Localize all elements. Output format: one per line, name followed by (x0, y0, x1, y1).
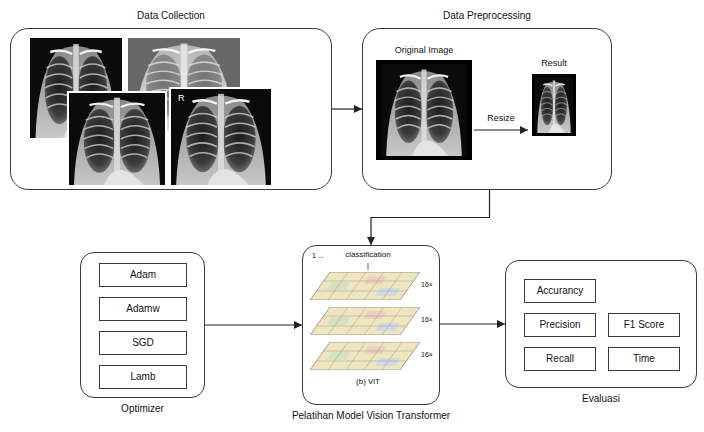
metric-box: F1 Score (608, 313, 680, 337)
box-label: Accurancy (537, 285, 584, 297)
stage-heading: Optimizer (121, 403, 164, 415)
resize-arrow (474, 129, 528, 130)
group-panel: OptimizerAdamAdamwSGDLamb (80, 252, 205, 398)
image-marker: R (178, 94, 185, 104)
class-arrow (368, 263, 369, 270)
image-label: Original Image (395, 46, 454, 56)
stage-panel: Data Preprocessing (362, 28, 612, 190)
transformer-layer (310, 342, 420, 370)
flow-arrow (371, 190, 490, 245)
figure-text: 1 ... (312, 252, 324, 260)
image-label: Result (541, 59, 567, 69)
box-label: Adamw (126, 303, 159, 315)
resized-xray (532, 74, 576, 136)
box-label: SGD (132, 337, 154, 349)
figure-text: 16× (421, 316, 433, 324)
flow-arrow (332, 108, 362, 109)
figure-text: (b) ViT (356, 378, 380, 387)
transformer-layer (310, 307, 420, 335)
stage-panel: Data Collection (10, 28, 332, 190)
xray-image (170, 88, 272, 186)
stage-heading: Data Preprocessing (443, 10, 531, 22)
stage-heading: Evaluasi (582, 393, 620, 405)
figure-text: 16× (421, 351, 433, 359)
stage-heading: Pelatihan Model Vision Transformer (292, 410, 450, 422)
box-label: Recall (546, 353, 574, 365)
optimizer-box: Lamb (99, 365, 187, 389)
metric-box: Time (608, 347, 680, 371)
flow-arrow (205, 324, 302, 325)
transformer-layer (310, 272, 420, 300)
metric-box: Precision (524, 313, 596, 337)
figure-text: 16× (421, 281, 433, 289)
optimizer-box: Adam (99, 263, 187, 287)
box-label: Lamb (130, 371, 155, 383)
group-panel: EvaluasiAccurancyPrecisionF1 ScoreRecall… (505, 260, 697, 388)
box-label: Precision (539, 319, 580, 331)
optimizer-box: SGD (99, 331, 187, 355)
metric-box: Recall (524, 347, 596, 371)
xray-image (68, 92, 166, 186)
box-label: Time (633, 353, 655, 365)
original-xray (376, 60, 472, 160)
optimizer-box: Adamw (99, 297, 187, 321)
model-panel: Pelatihan Model Vision Transformer (302, 245, 440, 405)
figure-text: classification (345, 251, 390, 260)
stage-heading: Data Collection (137, 10, 205, 22)
step-label: Resize (487, 114, 515, 124)
metric-box: Accurancy (524, 279, 596, 303)
box-label: F1 Score (624, 319, 665, 331)
flow-arrow (440, 323, 505, 324)
box-label: Adam (130, 269, 156, 281)
